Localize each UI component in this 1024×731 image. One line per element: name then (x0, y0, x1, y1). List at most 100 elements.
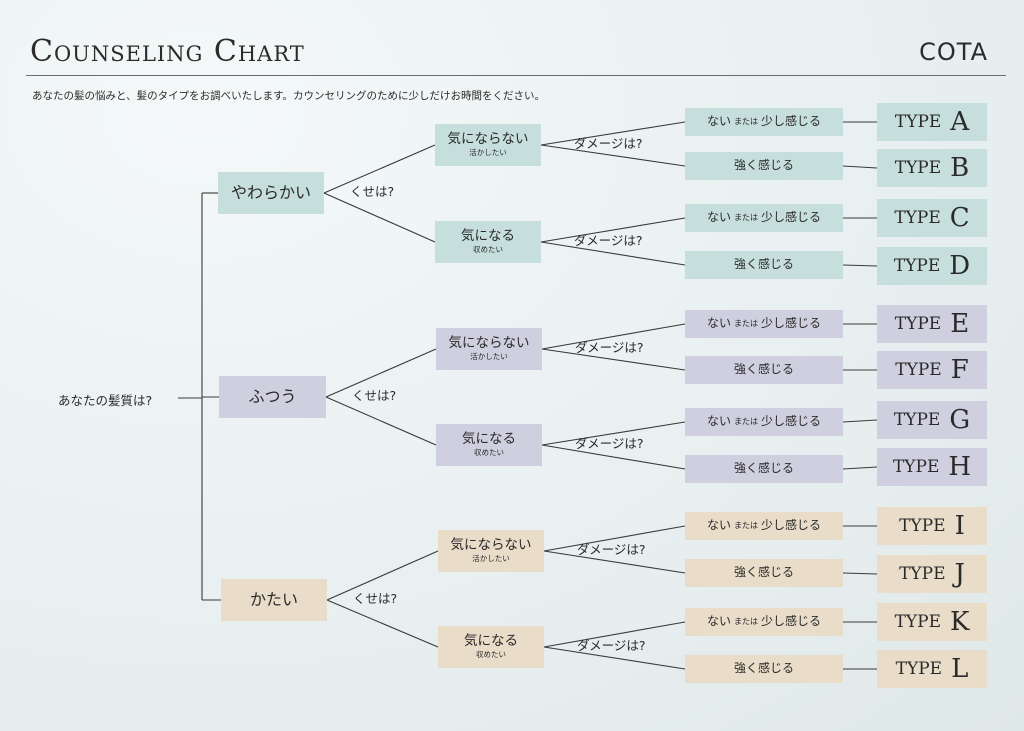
type-letter: K (949, 607, 970, 637)
concern-sub-label: 収めたい (473, 245, 503, 255)
concern-box: 気になる収めたい (438, 626, 544, 668)
type-connector (842, 165, 878, 169)
damage-question-label: ダメージは? (577, 542, 646, 557)
type-word: TYPE (894, 612, 941, 632)
damage-answer-text: ない (706, 414, 731, 429)
concern-sub-label: 収めたい (476, 650, 506, 660)
curl-branch-line (323, 192, 436, 243)
type-word: TYPE (892, 457, 940, 477)
concern-box: 気にならない活かしたい (435, 124, 541, 166)
damage-answer-box: 強く感じる (685, 455, 843, 483)
type-letter: F (950, 355, 969, 385)
type-word: TYPE (894, 112, 942, 132)
curl-branch-line (326, 550, 439, 601)
damage-answer-box: 強く感じる (685, 251, 843, 279)
damage-branch-line (541, 444, 686, 470)
damage-question-label: ダメージは? (575, 340, 644, 355)
type-result-box: TYPE G (877, 401, 987, 439)
damage-answer-text: 強く感じる (733, 461, 794, 476)
chart-subtitle: あなたの髪の悩みと、髪のタイプをお調べいたします。カウンセリングのために少しだけ… (32, 90, 546, 102)
damage-answer-text: 強く感じる (733, 158, 794, 173)
type-letter: A (950, 107, 970, 137)
type-letter: C (949, 203, 970, 233)
type-result-box: TYPE F (877, 351, 987, 389)
hair-type-box: かたい (221, 579, 327, 621)
type-word: TYPE (894, 314, 942, 334)
damage-branch-line (543, 525, 686, 552)
type-letter: E (950, 309, 970, 339)
type-letter: L (951, 654, 969, 684)
damage-answer-box: 強く感じる (685, 152, 843, 180)
type-word: TYPE (895, 360, 942, 380)
type-letter: G (949, 405, 971, 435)
damage-answer-box: ないまたは少し感じる (685, 608, 843, 636)
damage-answer-box: ないまたは少し感じる (685, 108, 843, 136)
damage-answer-box: 強く感じる (685, 655, 843, 683)
damage-answer-box: ないまたは少し感じる (685, 310, 843, 338)
hair-type-box: やわらかい (218, 172, 324, 214)
concern-box: 気にならない活かしたい (436, 328, 542, 370)
type-letter: J (954, 559, 965, 589)
hair-type-label: やわらかい (230, 183, 311, 203)
damage-question-label: ダメージは? (574, 233, 643, 248)
type-connector (842, 419, 878, 423)
damage-branch-line (541, 348, 686, 371)
damage-answer-text: ない (706, 114, 731, 129)
damage-branch-line (543, 550, 686, 574)
damage-branch-line (540, 121, 686, 146)
concern-label: 気にならない (450, 537, 532, 554)
root-question: あなたの髪質は? (58, 393, 153, 408)
type-result-box: TYPE L (877, 650, 987, 688)
damage-answer-text-alt: 少し感じる (761, 518, 822, 533)
type-word: TYPE (895, 659, 943, 679)
curl-branch-line (325, 396, 437, 446)
damage-question-label: ダメージは? (574, 136, 643, 151)
damage-answer-text: ない (706, 518, 731, 533)
damage-answer-or: または (734, 520, 758, 530)
concern-label: 気になる (462, 431, 516, 448)
type-connector (842, 466, 878, 470)
damage-answer-or: または (734, 318, 758, 328)
type-result-box: TYPE C (877, 199, 987, 237)
damage-answer-text: 強く感じる (733, 362, 794, 377)
hair-type-label: ふつう (248, 387, 297, 407)
type-word: TYPE (899, 564, 946, 584)
type-word: TYPE (893, 410, 941, 430)
damage-answer-text: 強く感じる (733, 661, 794, 676)
type-result-box: TYPE K (877, 603, 987, 641)
damage-branch-line (541, 421, 686, 446)
type-result-box: TYPE A (877, 103, 987, 141)
concern-label: 気にならない (448, 335, 530, 352)
damage-answer-box: 強く感じる (685, 559, 843, 587)
curl-branch-line (326, 599, 439, 648)
concern-box: 気になる収めたい (435, 221, 541, 263)
type-result-box: TYPE H (877, 448, 987, 486)
damage-answer-box: ないまたは少し感じる (685, 512, 843, 540)
chart-title: Counseling Chart (30, 34, 305, 69)
type-result-box: TYPE E (877, 305, 987, 343)
concern-sub-label: 活かしたい (469, 148, 507, 158)
concern-box: 気になる収めたい (436, 424, 542, 466)
type-letter: I (954, 511, 965, 541)
damage-answer-text: 強く感じる (733, 565, 794, 580)
type-word: TYPE (893, 256, 941, 276)
hair-type-box: ふつう (219, 376, 326, 418)
curl-question-label: くせは? (352, 388, 397, 403)
damage-answer-text-alt: 少し感じる (761, 614, 822, 629)
curl-branch-line (325, 348, 437, 398)
damage-answer-text-alt: 少し感じる (761, 316, 822, 331)
damage-branch-line (540, 241, 686, 266)
damage-branch-line (540, 217, 686, 243)
damage-answer-text-alt: 少し感じる (761, 114, 822, 129)
type-letter: H (948, 452, 972, 482)
damage-answer-box: 強く感じる (685, 356, 843, 384)
concern-sub-label: 活かしたい (470, 352, 508, 362)
damage-answer-box: ないまたは少し感じる (685, 204, 843, 232)
damage-answer-text: ない (706, 316, 731, 331)
type-word: TYPE (894, 208, 941, 228)
concern-label: 気にならない (447, 131, 529, 148)
damage-question-label: ダメージは? (575, 436, 644, 451)
